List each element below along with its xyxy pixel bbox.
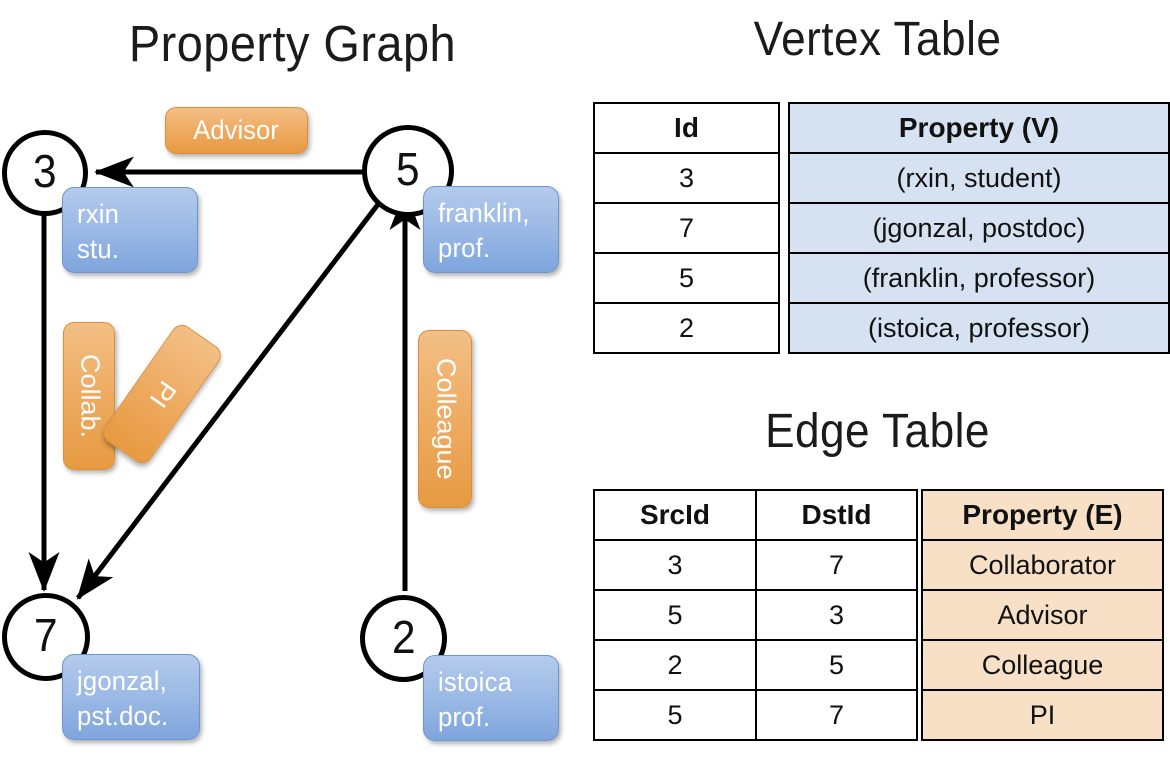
table-row: (rxin, student) <box>788 152 1170 204</box>
graph-node-2-property: istoica prof. <box>423 655 559 741</box>
edge-cell-property: PI <box>921 689 1164 741</box>
table-row: 3 <box>593 152 780 204</box>
edge-table-src-dst-columns: SrcId DstId 3 7 5 3 2 5 5 7 <box>593 489 918 741</box>
table-row: (istoica, professor) <box>788 302 1170 354</box>
graph-node-5-property: franklin, prof. <box>423 186 559 273</box>
vertex-header-id: Id <box>593 102 780 154</box>
graph-node-3[interactable]: 3 <box>2 130 88 216</box>
graph-node-7-name: jgonzal, <box>77 666 167 696</box>
edge-header-property: Property (E) <box>921 489 1164 541</box>
graph-node-3-property: rxin stu. <box>62 187 198 273</box>
edge-cell-property: Advisor <box>921 589 1164 641</box>
graph-node-5-name: franklin, <box>438 198 530 228</box>
graph-node-3-label: 3 <box>33 145 57 197</box>
graph-edges-svg <box>28 156 421 600</box>
edge-cell-dstid: 7 <box>755 689 918 741</box>
table-header-row: SrcId DstId <box>593 489 918 541</box>
edge-header-dstid: DstId <box>755 489 918 541</box>
vertex-cell-id: 3 <box>593 152 780 204</box>
property-graph-diagram: 3 rxin stu. 5 franklin, prof. 7 jgonzal,… <box>0 85 585 760</box>
page-title-edge-table: Edge Table <box>765 405 990 458</box>
table-row: (franklin, professor) <box>788 252 1170 304</box>
table-row: (jgonzal, postdoc) <box>788 202 1170 254</box>
edge-label-advisor: Advisor <box>165 107 308 154</box>
table-row: 5 3 <box>593 589 918 641</box>
edge-header-srcid: SrcId <box>593 489 757 541</box>
table-row: Advisor <box>921 589 1164 641</box>
graph-node-5-label: 5 <box>396 143 420 195</box>
table-header-row: Property (V) <box>788 102 1170 154</box>
graph-node-2-role: prof. <box>438 701 491 732</box>
vertex-cell-id: 2 <box>593 302 780 354</box>
edge-table-property-column: Property (E) Collaborator Advisor Collea… <box>921 489 1164 741</box>
edge-cell-srcid: 5 <box>593 689 757 741</box>
graph-node-2-name: istoica <box>438 667 513 697</box>
vertex-cell-id: 7 <box>593 202 780 254</box>
vertex-cell-property: (istoica, professor) <box>788 302 1170 354</box>
table-row: Collaborator <box>921 539 1164 591</box>
edge-label-collab-text: Collab. <box>75 353 104 439</box>
graph-node-7-property: jgonzal, pst.doc. <box>62 654 200 740</box>
graph-node-7-label: 7 <box>34 609 58 661</box>
vertex-header-property: Property (V) <box>788 102 1170 154</box>
page-title-property-graph: Property Graph <box>128 15 457 72</box>
graph-node-2-label: 2 <box>391 610 416 663</box>
table-row: 7 <box>593 202 780 254</box>
edge-label-pi-text: PI <box>143 375 182 413</box>
graph-node-5-role: prof. <box>438 232 491 263</box>
vertex-cell-property: (franklin, professor) <box>788 252 1170 304</box>
page-title-vertex-table: Vertex Table <box>753 13 1002 66</box>
table-row: Colleague <box>921 639 1164 691</box>
vertex-table-id-column: Id 3 7 5 2 <box>593 102 780 354</box>
edge-label-colleague-text: Colleague <box>431 358 460 480</box>
edge-cell-srcid: 5 <box>593 589 757 641</box>
edge-cell-property: Collaborator <box>921 539 1164 591</box>
table-row: PI <box>921 689 1164 741</box>
table-header-row: Property (E) <box>921 489 1164 541</box>
vertex-cell-property: (rxin, student) <box>788 152 1170 204</box>
edge-label-advisor-text: Advisor <box>193 115 280 145</box>
table-row: 3 7 <box>593 539 918 591</box>
table-row: 5 7 <box>593 689 918 741</box>
table-row: 2 <box>593 302 780 354</box>
table-row: 2 5 <box>593 639 918 691</box>
edge-label-colleague: Colleague <box>418 330 472 508</box>
edge-5-to-7 <box>76 201 381 600</box>
vertex-cell-property: (jgonzal, postdoc) <box>788 202 1170 254</box>
table-header-row: Id <box>593 102 780 154</box>
edge-label-collab: Collab. <box>63 322 115 470</box>
edge-cell-property: Colleague <box>921 639 1164 691</box>
vertex-table-property-column: Property (V) (rxin, student) (jgonzal, p… <box>788 102 1170 354</box>
table-row: 5 <box>593 252 780 304</box>
graph-node-3-role: stu. <box>77 233 120 264</box>
edge-cell-srcid: 3 <box>593 539 757 591</box>
graph-node-3-name: rxin <box>77 199 120 229</box>
edge-cell-srcid: 2 <box>593 639 757 691</box>
edge-cell-dstid: 5 <box>755 639 918 691</box>
graph-node-7-role: pst.doc. <box>77 700 169 731</box>
vertex-cell-id: 5 <box>593 252 780 304</box>
edge-cell-dstid: 3 <box>755 589 918 641</box>
edge-cell-dstid: 7 <box>755 539 918 591</box>
